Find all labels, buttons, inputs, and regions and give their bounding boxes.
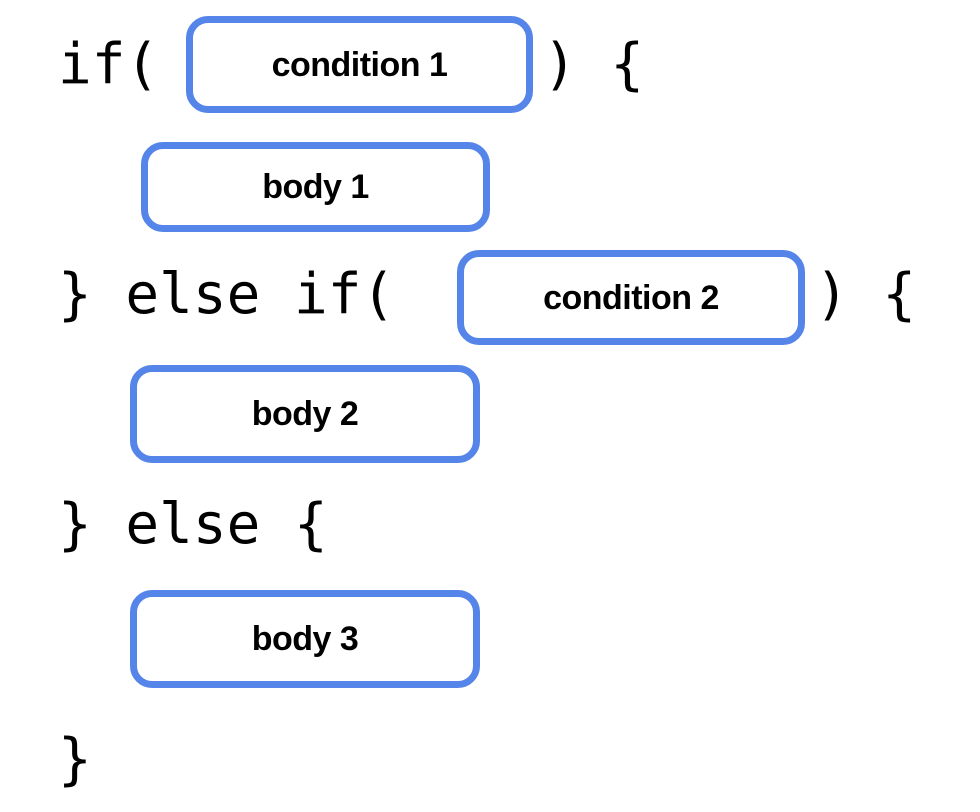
code-if-keyword: if( [58,32,160,97]
slot-body-3[interactable]: body 3 [130,590,480,688]
slot-condition-1[interactable]: condition 1 [186,16,533,113]
slot-condition-2[interactable]: condition 2 [457,250,805,345]
code-else-keyword: } else { [58,492,328,557]
slot-body-1[interactable]: body 1 [141,142,490,232]
slot-body-1-label: body 1 [262,168,369,206]
code-closing-brace: } [58,727,92,792]
slot-body-2[interactable]: body 2 [130,365,480,463]
slot-body-3-label: body 3 [251,620,359,658]
code-else-if-close: ) { [815,262,917,327]
code-else-if-keyword: } else if( [58,262,396,327]
slot-body-2-label: body 2 [251,395,359,433]
slot-condition-1-label: condition 1 [271,45,448,84]
slot-condition-2-label: condition 2 [543,278,719,317]
code-if-close: ) { [543,32,645,97]
